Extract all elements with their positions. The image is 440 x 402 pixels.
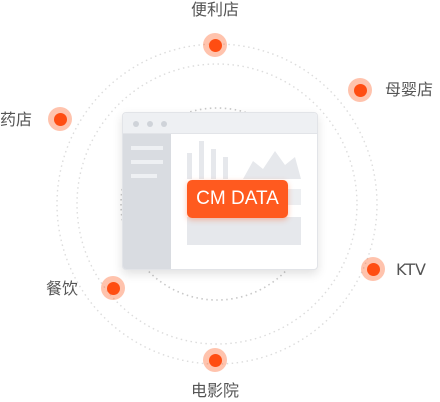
label-dining: 餐饮 — [46, 279, 79, 298]
window-dot — [161, 121, 167, 127]
badge-text: CM DATA — [196, 188, 279, 209]
label-ktv: KTV — [396, 260, 426, 279]
sidebar-line — [131, 160, 163, 164]
node-dining — [101, 276, 125, 300]
window-sidebar — [123, 134, 171, 269]
node-convenience-store — [203, 33, 227, 57]
node-ktv — [361, 257, 385, 281]
node-dot — [106, 281, 120, 295]
sidebar-line — [131, 174, 157, 178]
mini-bar — [187, 153, 192, 179]
window-titlebar — [123, 113, 317, 134]
label-cinema: 电影院 — [191, 381, 240, 400]
node-dot — [353, 83, 367, 97]
node-maternal-store — [348, 78, 372, 102]
label-convenience-store: 便利店 — [191, 0, 240, 19]
mini-area — [243, 151, 301, 179]
node-cinema — [203, 348, 227, 372]
label-pharmacy: 药店 — [0, 110, 33, 129]
window-dot — [133, 121, 139, 127]
mini-bar — [223, 157, 228, 179]
middle-ring — [76, 63, 358, 345]
cm-data-badge: CM DATA — [187, 180, 288, 218]
node-pharmacy — [48, 107, 72, 131]
node-dot — [366, 262, 380, 276]
window-dot — [147, 121, 153, 127]
content-block — [187, 217, 301, 245]
node-dot — [208, 353, 222, 367]
node-dot — [208, 38, 222, 52]
label-maternal-store: 母婴店 — [385, 80, 434, 99]
sidebar-line — [131, 146, 163, 150]
mini-bar — [199, 141, 204, 179]
mini-bar — [211, 149, 216, 179]
node-dot — [53, 112, 67, 126]
